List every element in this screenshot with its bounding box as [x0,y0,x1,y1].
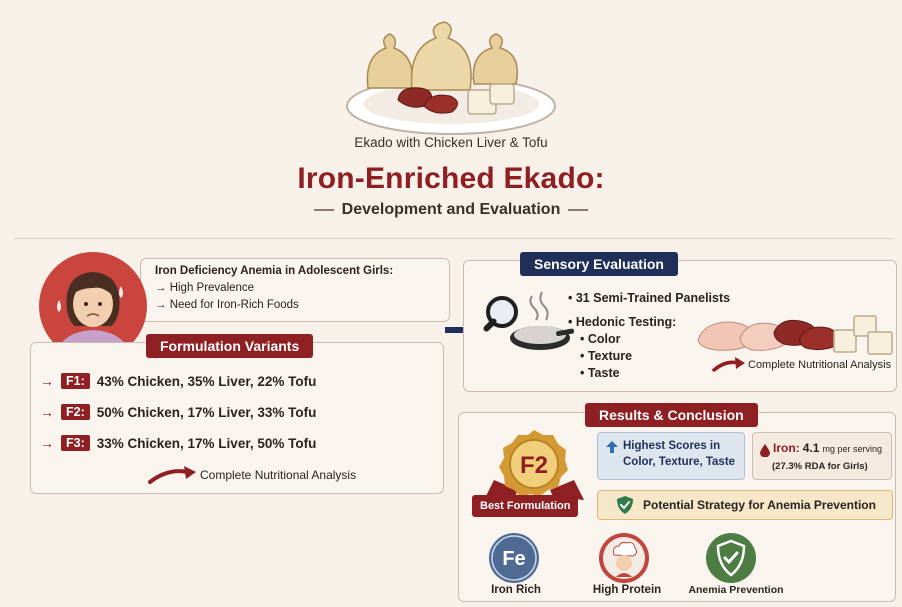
formulation-row: → F1: 43% Chicken, 35% Liver, 22% Tofu [40,373,316,389]
highest-line: Highest Scores in [623,440,721,452]
iron-rda: (27.3% RDA for Girls) [772,461,868,472]
iron-value: 4.1 [802,441,820,455]
anemia-point: → Need for Iron-Rich Foods [155,299,299,311]
badge-text: F2 [520,452,548,479]
protein-chef-icon [599,533,649,583]
right-arrow-icon: → [40,404,54,420]
hedonic-item: • Hedonic Testing: [568,315,677,329]
formulation-tag: F2: [61,404,90,420]
attribute-item: • Taste [580,366,620,380]
divider [14,238,894,239]
award-badge-icon: F2 [484,430,584,512]
highest-scores-text: Highest Scores in Color, Texture, Taste [623,438,735,470]
nutritional-analysis-label: Complete Nutritional Analysis [200,468,357,482]
fe-text: Fe [502,548,525,570]
best-formulation-label: Best Formulation [472,495,579,517]
iron-unit: mg per serving [822,444,883,454]
attribute-item: • Texture [580,349,633,363]
subtitle-row: Development and Evaluation [0,201,902,219]
formulation-tag: F3: [61,435,90,451]
formulation-row: → F2: 50% Chicken, 17% Liver, 33% Tofu [40,404,316,420]
nutritional-analysis-label: Complete Nutritional Analysis [748,359,892,371]
formulation-desc: 43% Chicken, 35% Liver, 22% Tofu [96,373,317,389]
fe-symbol: Fe [491,535,537,581]
anemia-prevention-shield-icon [706,533,756,583]
formulation-tag: F1: [61,373,90,389]
anemia-prevention-label: Anemia Prevention [688,584,784,596]
nutritional-analysis-note: Complete Nutritional Analysis [712,356,891,374]
anemia-title: Iron Deficiency Anemia in Adolescent Gir… [155,265,394,277]
results-banner: Results & Conclusion [585,403,758,427]
iron-line: Iron: 4.1 mg per serving [773,441,882,455]
formulation-row: → F3: 33% Chicken, 17% Liver, 50% Tofu [40,435,316,451]
sensory-list: • 31 Semi-Trained Panelists • Hedonic Te… [568,290,730,382]
page-subtitle: Development and Evaluation [341,201,561,218]
shield-check-icon [617,496,633,514]
curved-arrow-icon [712,357,745,372]
strategy-text: Potential Strategy for Anemia Prevention [643,498,876,512]
right-arrow-icon: → [40,373,54,389]
sensory-panel [463,260,897,392]
anemia-text: Iron Deficiency Anemia in Adolescent Gir… [155,263,393,314]
page-title: Iron-Enriched Ekado: [297,162,605,195]
blood-drop-icon [760,444,770,457]
subtitle-dash-right [568,209,589,211]
pan-magnifier-icon [483,291,574,350]
ekado-dish-illustration [346,21,556,135]
anemia-point: → High Prevalence [155,282,255,294]
high-protein-label: High Protein [592,584,662,596]
panelists-item: • 31 Semi-Trained Panelists [568,291,731,305]
nutritional-analysis-note: Complete Nutritional Analysis [148,464,356,486]
iron-label: Iron: [773,441,800,455]
highest-line: Color, Texture, Taste [623,456,736,468]
formulation-banner: Formulation Variants [146,334,314,358]
sensory-banner: Sensory Evaluation [520,252,678,276]
strategy-box [597,490,893,520]
curved-arrow-icon [148,466,196,484]
ingredients-illustration [697,315,893,355]
iron-content-box [752,432,892,480]
arrow-up-icon [606,441,618,453]
iron-rich-label: Iron Rich [491,584,541,596]
attribute-item: • Color [580,332,621,346]
formulation-desc: 33% Chicken, 17% Liver, 50% Tofu [96,435,317,451]
iron-fe-icon: Fe [489,533,539,583]
anemia-panel [140,258,450,322]
subtitle-dash-left [313,209,334,211]
hero-caption: Ekado with Chicken Liver & Tofu [354,135,548,150]
formulation-desc: 50% Chicken, 17% Liver, 33% Tofu [96,404,317,420]
highest-scores-box [597,432,745,480]
right-arrow-icon: → [40,435,54,451]
